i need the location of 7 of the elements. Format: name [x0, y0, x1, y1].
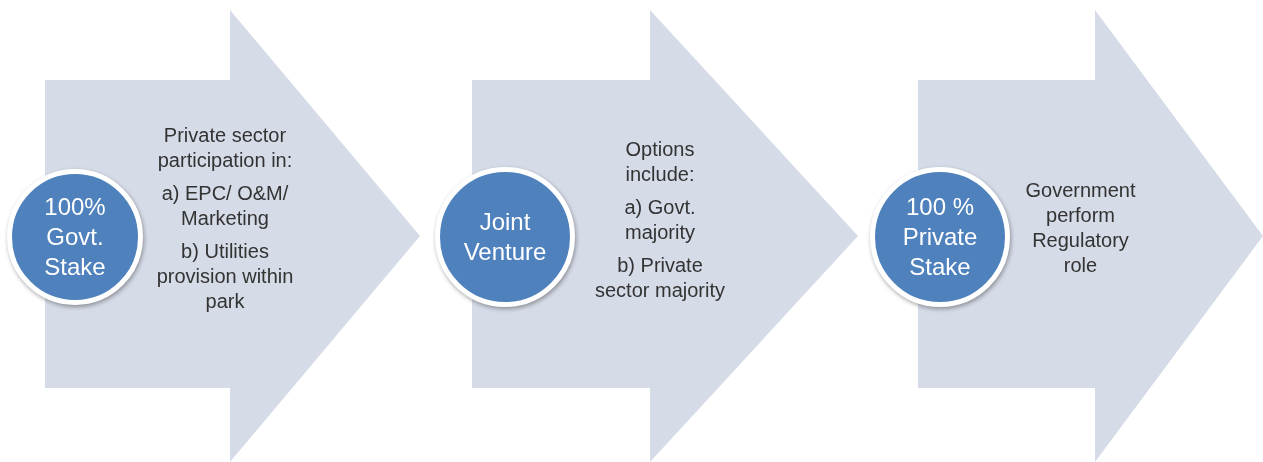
arrow-text: a) Govt. majority — [623, 195, 697, 245]
arrow-text: Options include: — [624, 137, 696, 187]
arrow-text: b) Utilities provision within park — [155, 239, 295, 314]
arrow-text: b) Private sector majority — [594, 253, 726, 303]
arrow-text: a) EPC/ O&M/ Marketing — [160, 181, 290, 231]
arrow-text: Government perform Regulatory role — [1024, 178, 1137, 278]
arrow-text: Private sector participation in: — [156, 123, 294, 173]
